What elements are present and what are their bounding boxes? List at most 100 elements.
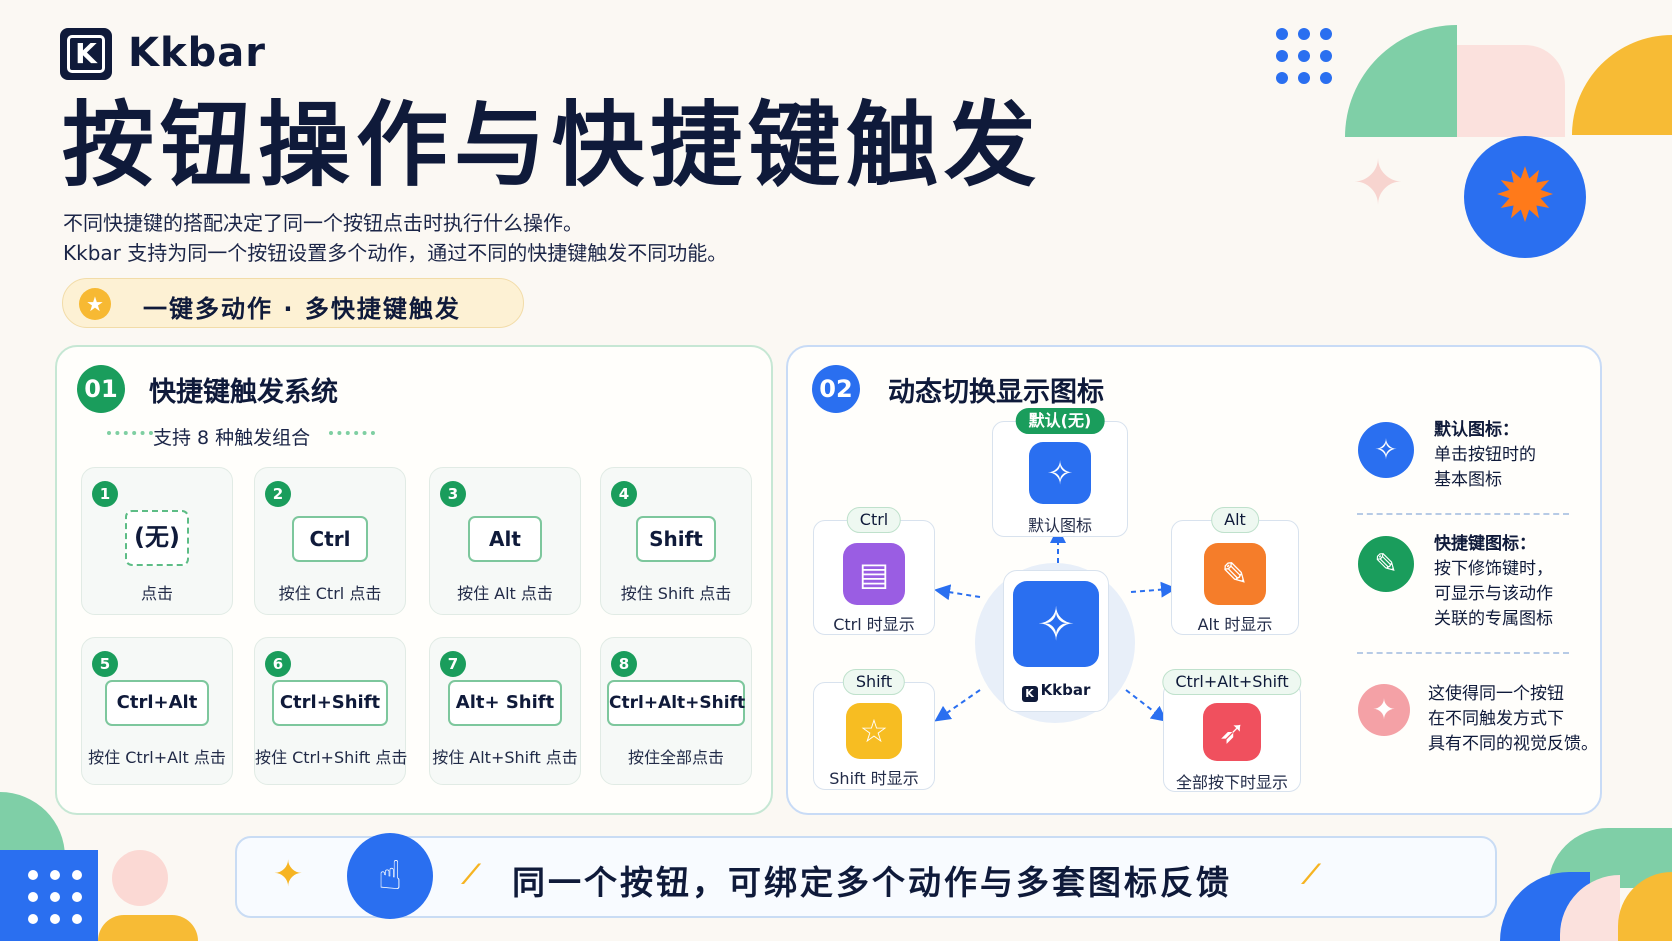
variant-caption: Shift 时显示 [829,769,919,788]
star-icon: ☆ [846,703,902,759]
banner-text: 同一个按钮，可绑定多个动作与多套图标反馈 [512,863,1232,902]
decor-dot-grid-top [1276,28,1332,84]
decor-dashes-right [329,431,375,435]
decor-yellow-quarter [1572,35,1672,135]
icon-card-ctrl: Ctrl ▤ Ctrl 时显示 [813,507,935,635]
legend-line: 单击按钮时的 [1434,445,1536,465]
decor-pink-block [1457,45,1565,137]
key-cap-ctrl: Ctrl [292,516,368,562]
legend-heading: 快捷键图标： [1434,534,1536,554]
combo-caption: 按住 Alt+Shift 点击 [432,748,578,767]
combo-caption: 按住 Shift 点击 [620,584,732,603]
magic-wand-icon: ✧ [1013,581,1099,667]
spark-right-icon: ⟋ [1302,860,1321,890]
combo-number: 4 [611,481,637,507]
rocket-icon: ➶ [1203,703,1261,761]
tagline-pill: ★ 一键多动作 · 多快捷键触发 [62,278,524,328]
center-brand-text: Kkbar [1040,681,1091,699]
tagline-text: 一键多动作 · 多快捷键触发 [143,295,461,323]
star-icon: ★ [79,288,111,320]
legend-default: 默认图标： 单击按钮时的 基本图标 [1434,418,1536,493]
key-cap-alt: Alt [468,516,542,562]
combo-card-alt[interactable]: 3 Alt 按住 Alt 点击 [429,467,581,615]
section-title: 快捷键触发系统 [149,377,338,408]
ticket-icon: ✎ [1204,543,1266,605]
legend-line: 这使得同一个按钮 [1428,684,1564,704]
legend-line: 基本图标 [1434,470,1502,490]
section-number-badge: 02 [812,365,860,413]
variant-pill: Ctrl+Alt+Shift [1162,669,1302,695]
combo-caption: 按住 Ctrl 点击 [278,584,382,603]
combo-number: 1 [92,481,118,507]
brand-name: Kkbar [128,30,266,76]
legend-shortcut: 快捷键图标： 按下修饰键时， 可显示与该动作 关联的专属图标 [1434,532,1553,632]
key-cap-ctrl-alt: Ctrl+Alt [105,680,209,726]
arrow-to-shift [934,689,981,722]
brand-logo-letter: K [75,37,97,70]
combo-caption: 按住 Ctrl+Shift 点击 [255,748,408,767]
icon-card-ctrl-alt-shift: Ctrl+Alt+Shift ➶ 全部按下时显示 [1162,669,1302,792]
section-title: 动态切换显示图标 [888,377,1104,408]
combo-caption: 按住 Ctrl+Alt 点击 [88,748,226,767]
icon-card-default: 默认(无) ✧ 默认图标 [992,408,1128,537]
summary-banner: ✦ ☝ ⟋ 同一个按钮，可绑定多个动作与多套图标反馈 ⟋ [235,833,1497,919]
combo-caption: 点击 [140,584,173,603]
combo-caption: 按住 Alt 点击 [457,584,553,603]
icon-card-alt: Alt ✎ Alt 时显示 [1171,507,1299,635]
combo-number: 5 [92,651,118,677]
arrow-to-alt [1130,581,1177,598]
shortcut-trigger-panel: 01 快捷键触发系统 支持 8 种触发组合 1 (无) 点击 2 Ctrl 按住… [55,345,773,815]
legend-line: 按下修饰键时， [1434,559,1553,579]
key-cap-shift: Shift [636,516,716,562]
combo-card-ctrl[interactable]: 2 Ctrl 按住 Ctrl 点击 [254,467,406,615]
connector-arrows [934,527,1177,722]
key-cap-none: (无) [125,510,189,566]
decor-yellow-half-bottom [98,915,198,941]
icon-card-shift: Shift ☆ Shift 时显示 [813,669,935,790]
sparkle-icon: ✦ [1358,684,1410,736]
combo-card-click[interactable]: 1 (无) 点击 [81,467,233,615]
subtitle-line-2: Kkbar 支持为同一个按钮设置多个动作，通过不同的快捷键触发不同功能。 [63,241,728,265]
tap-hand-icon: ☝ [347,833,433,919]
variant-pill: Alt [1211,507,1259,533]
ticket-icon: ✎ [1358,536,1414,592]
combo-card-ctrl-alt[interactable]: 5 Ctrl+Alt 按住 Ctrl+Alt 点击 [81,637,233,785]
combo-number: 6 [265,651,291,677]
page-subtitle: 不同快捷键的搭配决定了同一个按钮点击时执行什么操作。 Kkbar 支持为同一个按… [63,208,727,268]
key-cap-ctrl-shift: Ctrl+Shift [272,680,388,726]
magic-wand-icon: ✧ [1029,442,1091,504]
legend-divider [1357,652,1569,654]
brand-logo: K [60,28,112,80]
key-cap-alt-shift: Alt+ Shift [448,680,562,726]
decor-starburst-circle: ✹ [1464,136,1586,258]
combo-card-ctrl-alt-shift[interactable]: 8 Ctrl+Alt+Shift 按住全部点击 [600,637,752,785]
subtitle-line-1: 不同快捷键的搭配决定了同一个按钮点击时执行什么操作。 [63,211,583,235]
combo-caption: 按住全部点击 [627,748,724,767]
combo-card-ctrl-shift[interactable]: 6 Ctrl+Shift 按住 Ctrl+Shift 点击 [254,637,408,785]
decor-green-quarter [1345,25,1457,137]
combo-number: 8 [611,651,637,677]
legend-summary: 这使得同一个按钮 在不同触发方式下 具有不同的视觉反馈。 [1428,682,1598,757]
variant-pill: Shift [842,669,906,695]
combo-number: 3 [440,481,466,507]
combo-card-shift[interactable]: 4 Shift 按住 Shift 点击 [600,467,752,615]
variant-pill: Ctrl [846,507,902,533]
combo-number: 2 [265,481,291,507]
brand-mini-logo: K [1021,686,1038,702]
decor-dashes-left [107,431,153,435]
section-number-badge: 01 [77,365,125,413]
page-title: 按钮操作与快捷键触发 [62,92,1043,199]
legend-line: 关联的专属图标 [1434,609,1553,629]
combo-number: 7 [440,651,466,677]
sparkle-icon: ✦ [273,854,304,895]
variant-caption: 全部按下时显示 [1175,773,1288,792]
decor-sparkle-pink: ✦ [1352,146,1404,219]
arrow-to-ctrl [934,584,981,601]
legend-heading: 默认图标： [1434,420,1519,440]
combo-card-alt-shift[interactable]: 7 Alt+ Shift 按住 Alt+Shift 点击 [429,637,581,785]
spark-left-icon: ⟋ [462,860,481,890]
variant-caption: 默认图标 [1027,516,1092,535]
legend-line: 在不同触发方式下 [1428,709,1564,729]
